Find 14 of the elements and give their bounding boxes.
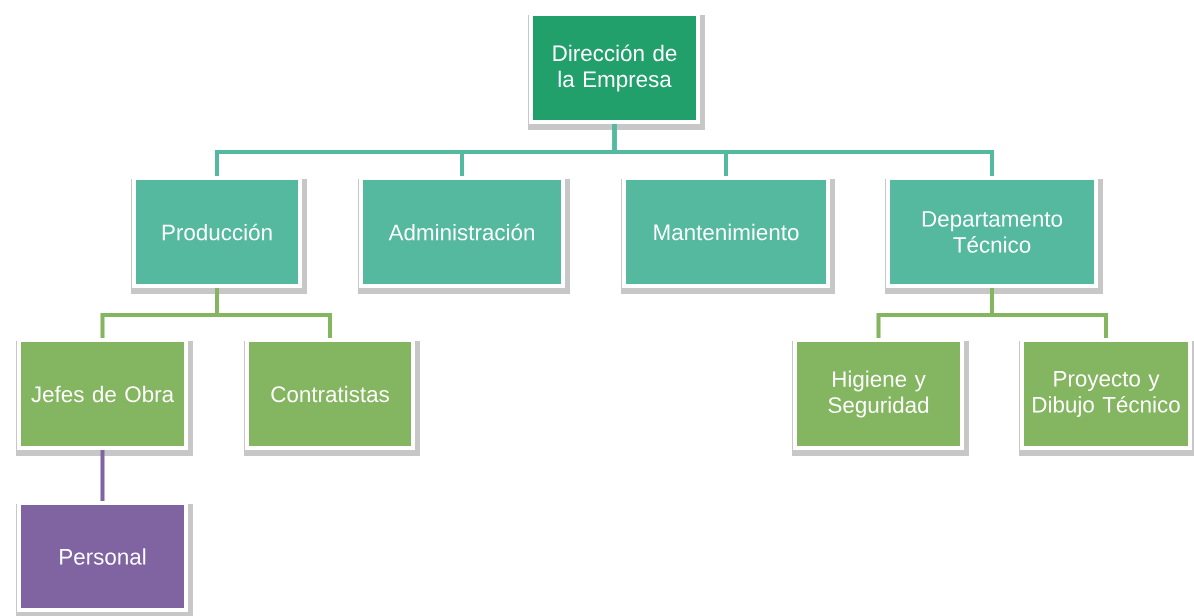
org-box: Proyecto y Dibujo Técnico xyxy=(1019,338,1194,456)
org-box: Jefes de Obra xyxy=(16,338,193,456)
org-box: Departamento Técnico xyxy=(885,176,1103,294)
org-box: Producción xyxy=(131,176,307,294)
org-box: Mantenimiento xyxy=(621,176,835,294)
connector-line xyxy=(100,450,105,501)
connector-line xyxy=(215,288,332,338)
org-box: Contratistas xyxy=(244,338,420,456)
connector-line xyxy=(990,288,1108,338)
connector-line xyxy=(612,124,994,176)
org-box: Personal xyxy=(16,501,193,616)
org-box: Administración xyxy=(358,176,570,294)
org-box: Dirección de la Empresa xyxy=(528,12,705,130)
org-box: Higiene y Seguridad xyxy=(792,338,969,456)
